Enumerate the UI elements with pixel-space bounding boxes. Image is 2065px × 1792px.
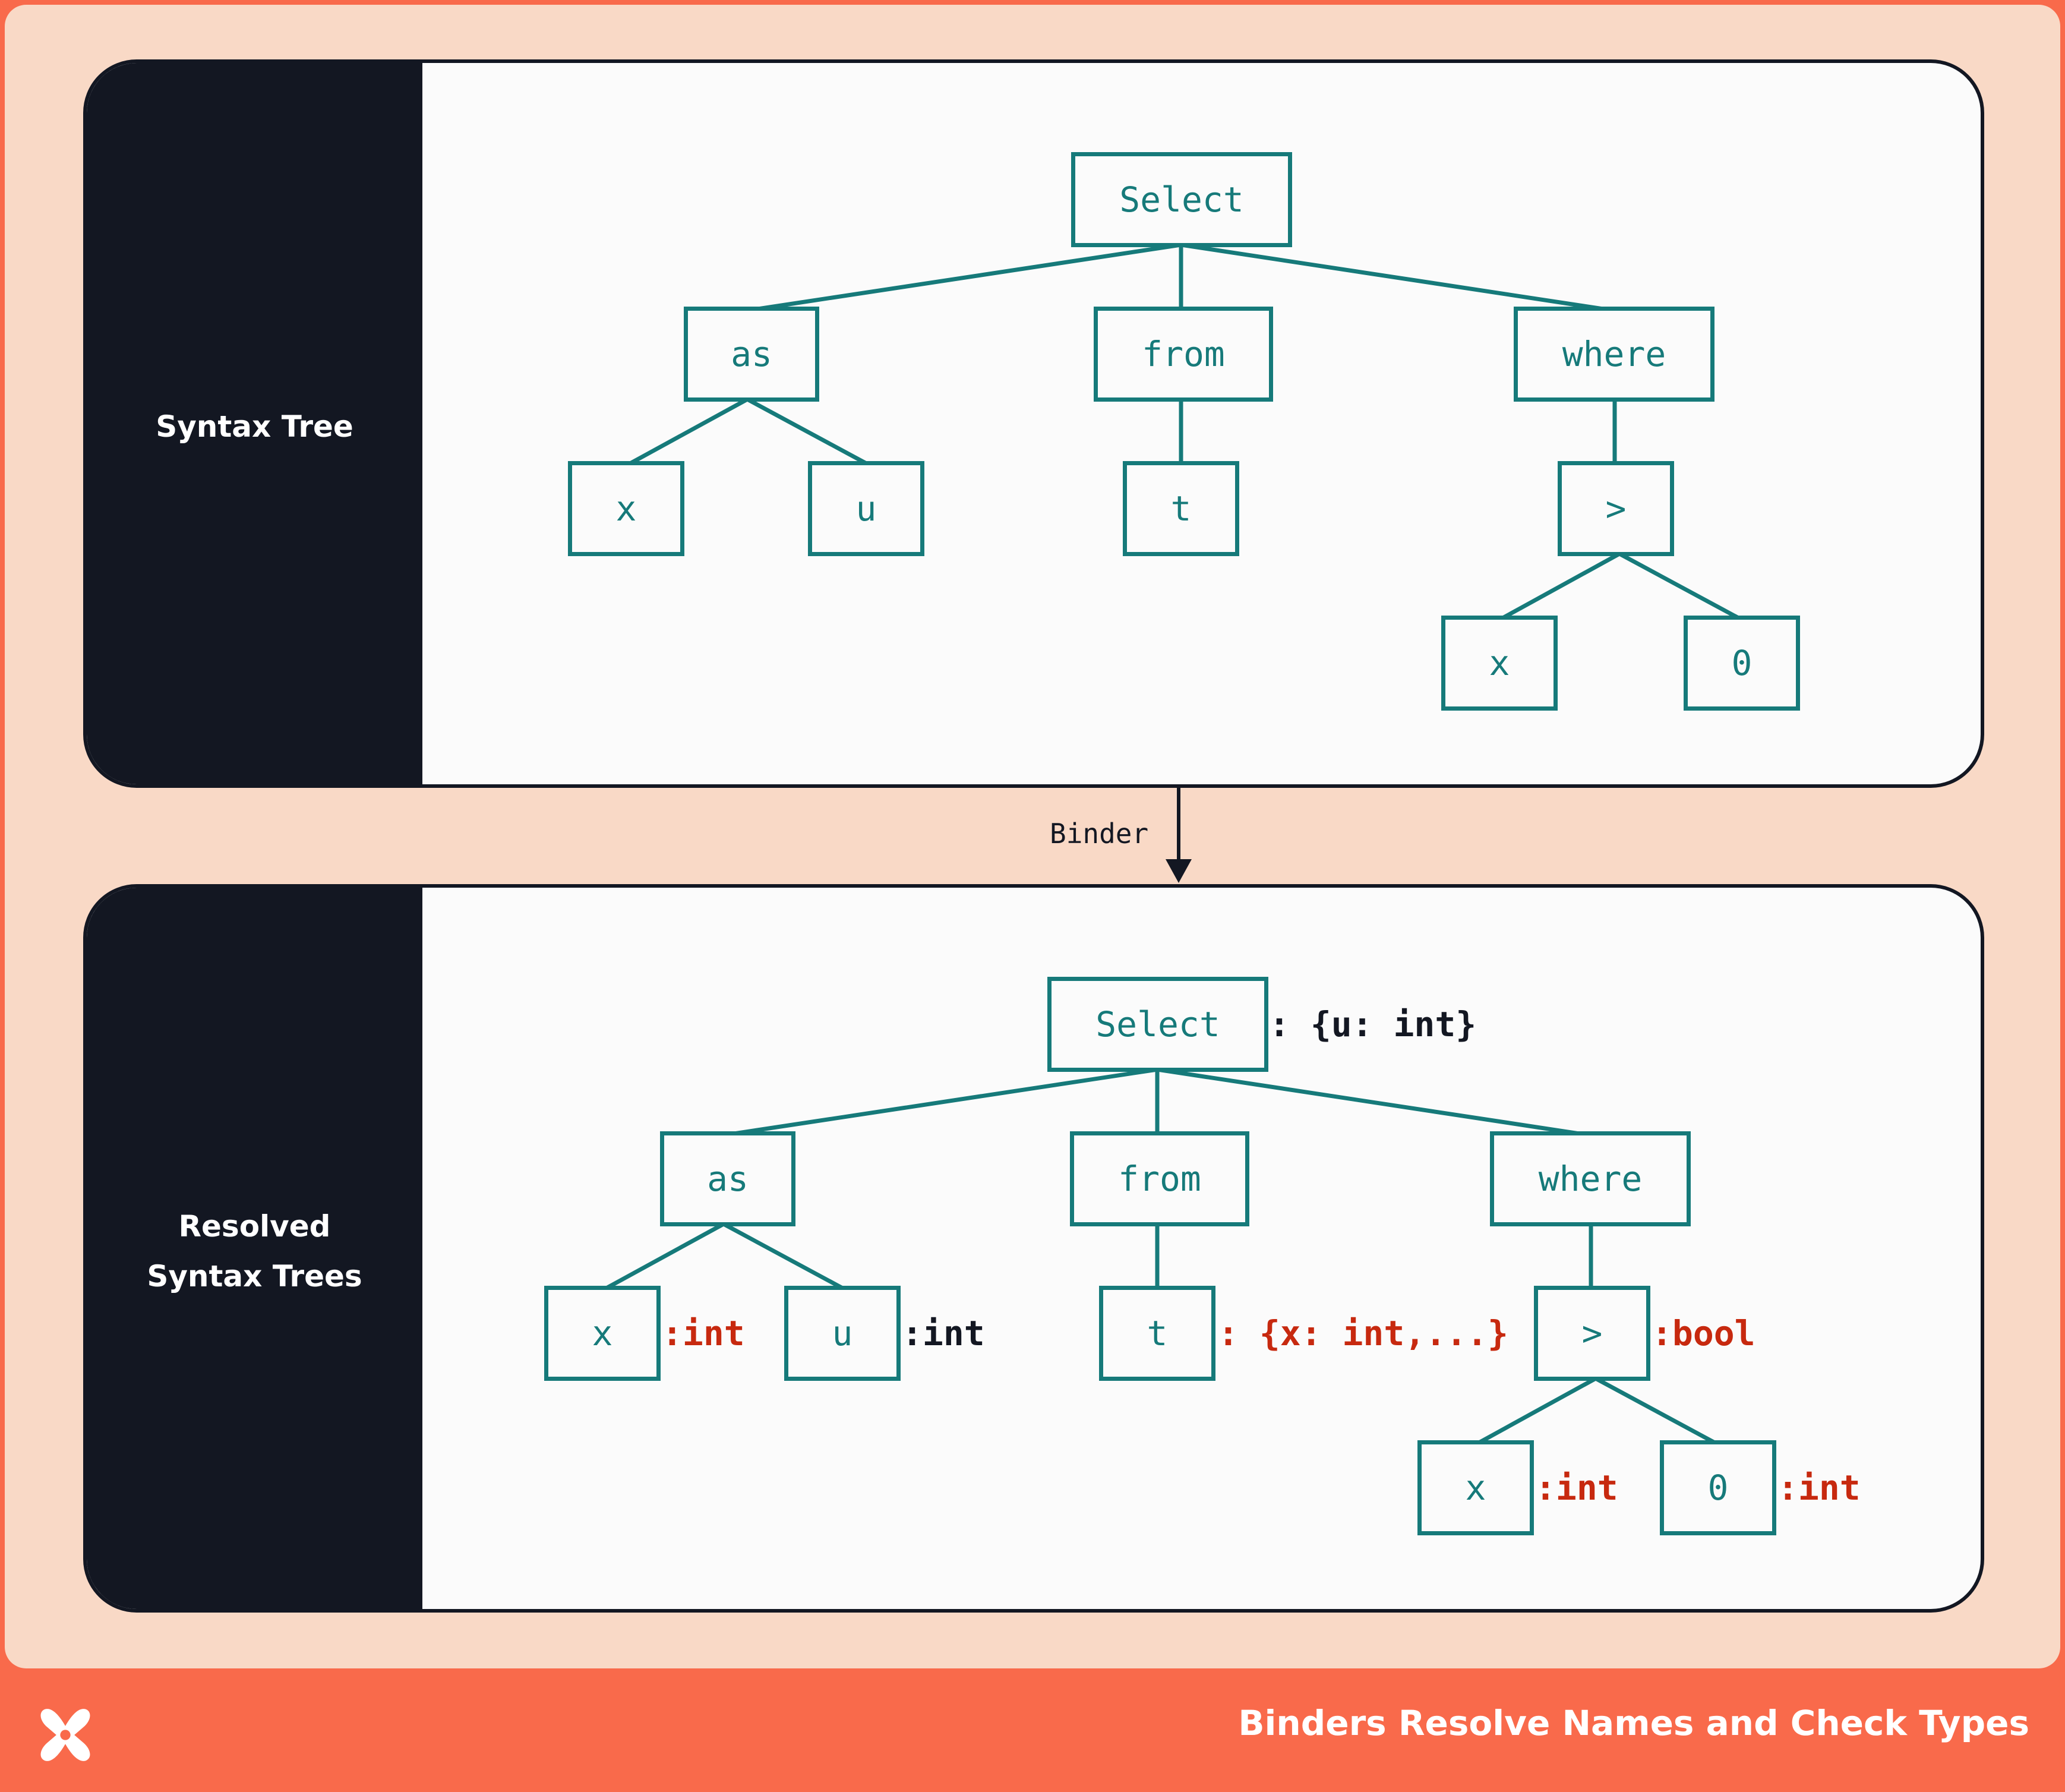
node-t: t — [1123, 461, 1239, 556]
type-annotation-t: : {x: int,...} — [1218, 1313, 1508, 1354]
node-x: x — [568, 461, 684, 556]
syntax-tree-edges — [627, 242, 1742, 621]
node-x-operand: x — [1441, 616, 1558, 711]
resolved-syntax-tree-panel: Resolved Syntax Trees Select : {u: int} … — [83, 884, 1984, 1613]
node-x: x — [544, 1286, 661, 1381]
node-where: where — [1490, 1131, 1691, 1226]
node-zero: 0 — [1684, 616, 1800, 711]
node-greater-than: > — [1558, 461, 1674, 556]
resolved-side-panel: Resolved Syntax Trees — [87, 888, 422, 1609]
node-from: from — [1094, 307, 1273, 402]
edge-gt-0 — [1594, 1376, 1718, 1446]
edge-select-as — [725, 1067, 1158, 1137]
node-from: from — [1070, 1131, 1249, 1226]
type-annotation-x-operand: :int — [1535, 1468, 1618, 1508]
node-greater-than: > — [1534, 1286, 1650, 1381]
edge-gt-0 — [1618, 551, 1742, 621]
syntax-tree-label: Syntax Tree — [156, 409, 353, 444]
type-annotation-select: : {u: int} — [1269, 1004, 1477, 1045]
edge-select-where — [1180, 242, 1612, 313]
node-u: u — [784, 1286, 901, 1381]
node-select: Select — [1047, 977, 1268, 1072]
node-select: Select — [1071, 152, 1292, 247]
node-zero: 0 — [1660, 1440, 1776, 1535]
binder-label: Binder — [1050, 818, 1149, 850]
node-where: where — [1514, 307, 1714, 402]
edge-gt-x — [1499, 551, 1621, 621]
type-annotation-x: :int — [662, 1313, 745, 1354]
edge-gt-x — [1476, 1376, 1597, 1446]
node-t: t — [1099, 1286, 1215, 1381]
type-annotation-greater-than: :bool — [1652, 1313, 1755, 1354]
node-as: as — [660, 1131, 795, 1226]
node-u: u — [808, 461, 924, 556]
edge-select-where — [1157, 1067, 1588, 1137]
x-logo-icon — [40, 1709, 90, 1761]
edge-select-as — [749, 242, 1182, 313]
footer-title: Binders Resolve Names and Check Types — [1238, 1703, 2029, 1743]
edge-as-u — [746, 397, 870, 467]
resolved-label: Resolved Syntax Trees — [147, 1209, 362, 1293]
node-x-operand: x — [1417, 1440, 1534, 1535]
syntax-tree-panel: Syntax Tree Select as from where x u t >… — [83, 59, 1984, 788]
node-as: as — [684, 307, 819, 402]
binder-arrow-head — [1166, 859, 1192, 883]
edge-as-x — [603, 1222, 725, 1292]
edge-as-x — [627, 397, 749, 467]
edge-as-u — [722, 1222, 846, 1292]
resolved-edges — [603, 1067, 1718, 1446]
type-annotation-zero: :int — [1777, 1468, 1861, 1508]
type-annotation-u: :int — [902, 1313, 985, 1354]
syntax-tree-side-panel: Syntax Tree — [87, 63, 422, 784]
